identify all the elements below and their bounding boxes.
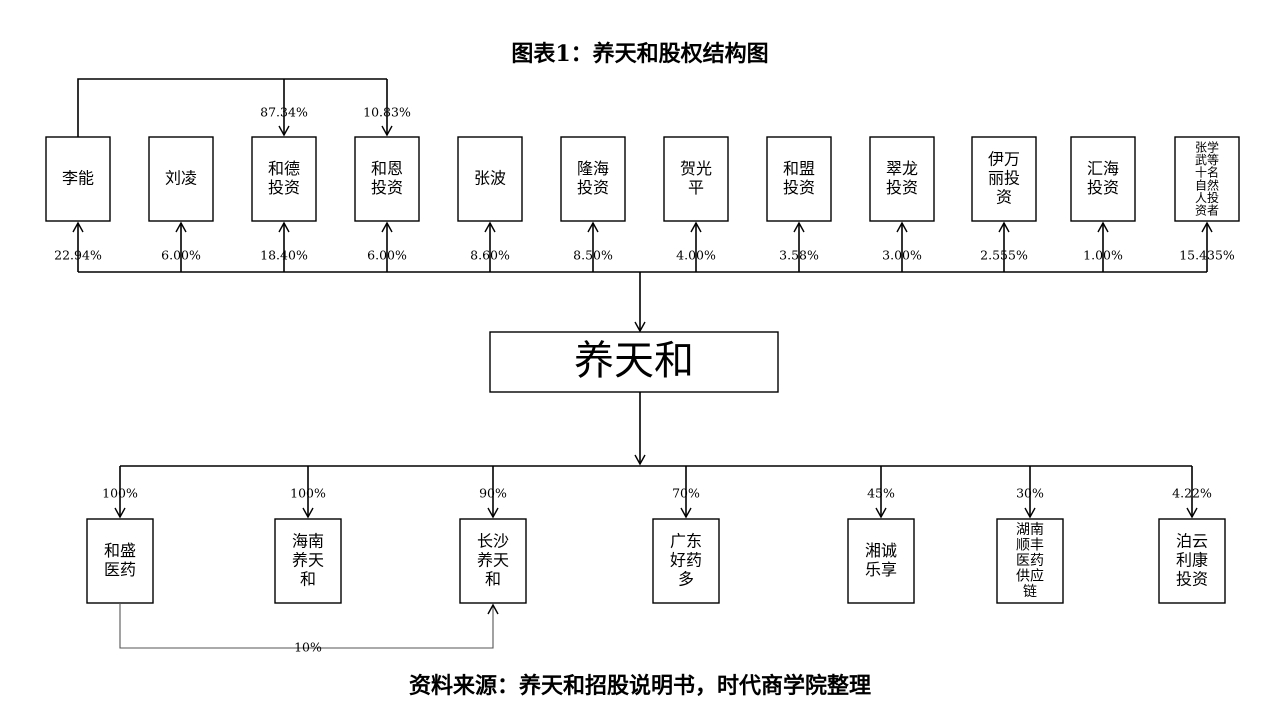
subsidiary-box — [652, 518, 720, 604]
shareholder-name: 伊万 — [988, 150, 1020, 169]
shareholder-name: 丽投 — [988, 169, 1020, 188]
diagram-title: 图表1：养天和股权结构图 — [511, 41, 769, 67]
subsidiary-name: 链 — [1023, 584, 1037, 600]
shareholder-name: 十名 — [1195, 165, 1219, 180]
indirect-percent: 87.34% — [260, 105, 308, 120]
shareholding-percent: 18.40% — [260, 248, 308, 263]
subsidiary-name: 养天 — [477, 551, 509, 570]
shareholder-box — [148, 136, 214, 222]
cross-holding-connector — [119, 603, 499, 649]
shareholding-percent: 8.50% — [573, 248, 613, 263]
shareholding-percent: 15.435% — [1179, 248, 1235, 263]
shareholder-name: 投资 — [371, 178, 403, 197]
shareholder-name: 资 — [996, 188, 1012, 207]
subsidiary-name: 多 — [678, 570, 694, 589]
shareholder-name: 张学 — [1195, 140, 1219, 155]
shareholder-box — [869, 136, 935, 222]
shareholder-box — [354, 136, 420, 222]
shareholder-name: 投资 — [268, 178, 300, 197]
indirect-connector — [77, 78, 387, 137]
shareholding-percent: 22.94% — [54, 248, 102, 263]
subsidiary-percent: 100% — [102, 486, 138, 501]
shareholder-name: 平 — [688, 178, 704, 197]
subsidiary-name: 利康 — [1176, 551, 1208, 570]
subsidiary-box — [1158, 518, 1226, 604]
shareholder-name: 人投 — [1195, 190, 1219, 205]
subsidiary-name: 养天 — [292, 551, 324, 570]
subsidiary-name: 顺丰 — [1016, 538, 1044, 554]
shareholder-name: 投资 — [886, 178, 918, 197]
shareholder-name: 李能 — [62, 169, 94, 188]
subsidiary-name: 泊云 — [1176, 532, 1208, 551]
subsidiary-name: 湘诚 — [865, 541, 897, 560]
shareholding-percent: 8.60% — [470, 248, 510, 263]
source-note: 资料来源：养天和招股说明书，时代商学院整理 — [408, 673, 871, 699]
subsidiary-name: 好药 — [670, 551, 702, 570]
shareholder-name: 汇海 — [1087, 159, 1119, 178]
subsidiary-name: 和 — [485, 570, 501, 589]
subsidiary-box — [459, 518, 527, 604]
shareholder-name: 自然 — [1195, 177, 1219, 192]
shareholder-name: 翠龙 — [886, 159, 918, 178]
shareholder-box — [663, 136, 729, 222]
shareholding-percent: 2.555% — [980, 248, 1028, 263]
shareholding-percent: 1.00% — [1083, 248, 1123, 263]
shareholder-name: 和盟 — [783, 159, 815, 178]
subsidiary-name: 和盛 — [104, 541, 136, 560]
subsidiary-box — [996, 518, 1064, 604]
subsidiary-percent: 30% — [1016, 486, 1044, 501]
subsidiary-percent: 70% — [672, 486, 700, 501]
subsidiary-name: 医药 — [104, 560, 136, 579]
subsidiary-percent: 45% — [867, 486, 895, 501]
subsidiary-box — [86, 518, 154, 604]
shareholder-box — [1070, 136, 1136, 222]
shareholder-name: 资者 — [1195, 204, 1219, 218]
subsidiary-percent: 4.22% — [1172, 486, 1212, 501]
shareholder-name: 和德 — [268, 159, 300, 178]
subsidiary-percent: 90% — [479, 486, 507, 501]
company-box — [489, 331, 779, 393]
shareholder-name: 投资 — [577, 178, 609, 197]
shareholding-percent: 6.00% — [161, 248, 201, 263]
shareholder-name: 刘凌 — [165, 169, 197, 188]
shareholder-name: 隆海 — [577, 159, 609, 178]
shareholding-percent: 3.00% — [882, 248, 922, 263]
shareholder-box — [766, 136, 832, 222]
shareholding-percent: 6.00% — [367, 248, 407, 263]
shareholder-box — [457, 136, 523, 222]
shareholder-box — [971, 136, 1037, 222]
shareholding-percent: 3.58% — [779, 248, 819, 263]
company-name: 养天和 — [574, 338, 694, 384]
subsidiary-box — [847, 518, 915, 604]
subsidiary-name: 医药 — [1016, 553, 1044, 569]
shareholder-name: 张波 — [474, 169, 506, 188]
cross-holding-percent: 10% — [294, 640, 322, 655]
shareholder-name: 和恩 — [371, 159, 403, 178]
shareholder-box — [1174, 136, 1240, 222]
indirect-percent: 10.83% — [363, 105, 411, 120]
shareholder-name: 贺光 — [680, 159, 712, 178]
subsidiary-name: 和 — [300, 570, 316, 589]
shareholder-name: 武等 — [1195, 153, 1219, 167]
shareholding-percent: 4.00% — [676, 248, 716, 263]
subsidiary-name: 供应 — [1016, 568, 1044, 585]
subsidiary-name: 湖南 — [1016, 522, 1044, 538]
subsidiary-name: 海南 — [292, 532, 324, 551]
shareholder-box — [251, 136, 317, 222]
shareholder-name: 投资 — [1087, 178, 1119, 197]
shareholder-box — [560, 136, 626, 222]
shareholder-box — [45, 136, 111, 222]
subsidiary-name: 投资 — [1176, 570, 1208, 589]
subsidiary-name: 广东 — [670, 532, 702, 551]
subsidiary-name: 长沙 — [477, 532, 509, 551]
subsidiary-name: 乐享 — [865, 560, 897, 579]
subsidiary-percent: 100% — [290, 486, 326, 501]
shareholder-name: 投资 — [783, 178, 815, 197]
subsidiary-box — [274, 518, 342, 604]
